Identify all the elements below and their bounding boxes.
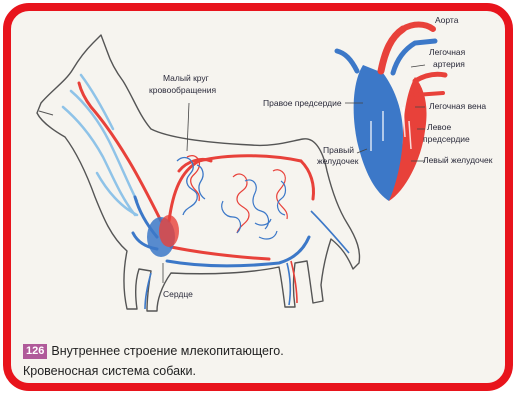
- caption-text-1: Внутреннее строение млекопитающего.: [51, 344, 283, 358]
- figure-number: 126: [23, 344, 47, 359]
- caption-line-2: Кровеносная система собаки.: [23, 361, 284, 381]
- label-pulmonary-artery: Легочная: [429, 47, 466, 57]
- label-right-atrium: Правое предсердие: [263, 98, 342, 108]
- label-left-atrium: Левое: [427, 122, 451, 132]
- figure-caption: 126 Внутреннее строение млекопитающего. К…: [23, 341, 284, 381]
- circulatory-diagram: Малый круг кровообращения Сердце Правое …: [11, 11, 505, 383]
- dog-mouth: [39, 111, 53, 115]
- lung-capillaries: [177, 156, 205, 215]
- caption-line-1: 126 Внутреннее строение млекопитающего.: [23, 341, 284, 361]
- label-small-circle-2: кровообращения: [149, 85, 216, 95]
- label-left-ventricle: Левый желудочек: [423, 155, 493, 165]
- label-heart: Сердце: [163, 289, 193, 299]
- label-aorta: Аорта: [435, 15, 459, 25]
- figure-frame: Малый круг кровообращения Сердце Правое …: [3, 3, 513, 391]
- label-right-ventricle: Правый: [323, 145, 354, 155]
- label-right-ventricle-2: желудочек: [317, 156, 359, 166]
- label-left-atrium-2: предсердие: [423, 134, 470, 144]
- venous-vessels-light: [63, 75, 137, 215]
- label-pulmonary-vein: Легочная вена: [429, 101, 486, 111]
- abdominal-capillaries: [222, 170, 288, 239]
- label-pulmonary-artery-2: артерия: [433, 59, 465, 69]
- label-small-circle: Малый круг: [163, 73, 209, 83]
- arterial-vessels: [79, 83, 314, 259]
- body-heart: [147, 215, 179, 257]
